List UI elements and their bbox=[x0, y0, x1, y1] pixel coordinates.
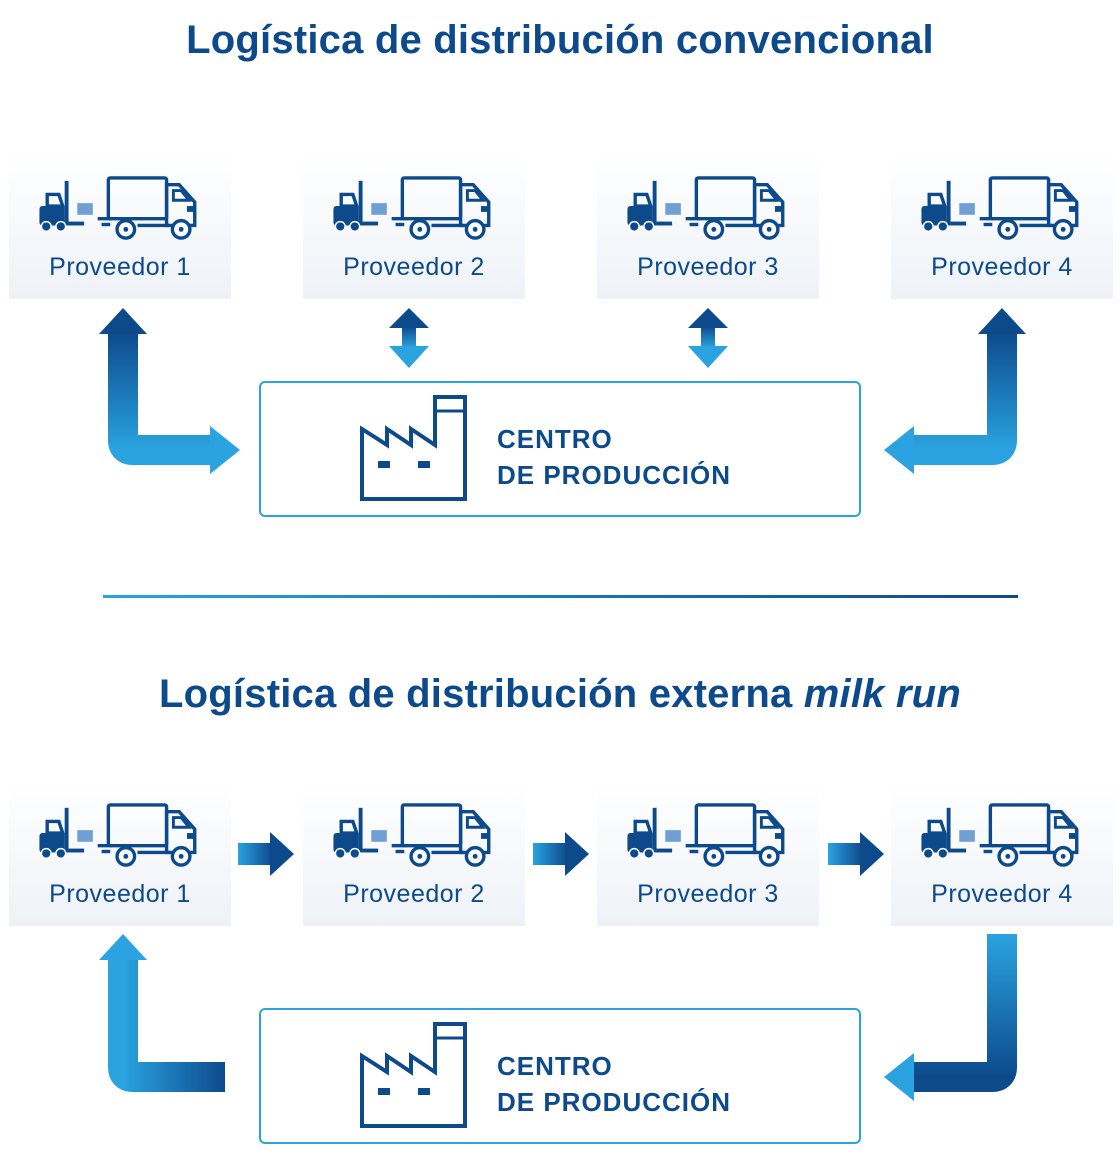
arrow-center-to-supplier1 bbox=[108, 958, 225, 1092]
title-milk-run-italic: milk run bbox=[803, 672, 961, 716]
supplier-label: Proveedor 4 bbox=[931, 253, 1073, 281]
title-milk-run: Logística de distribución externa milk r… bbox=[0, 672, 1120, 717]
supplier-tile-3: Proveedor 3 bbox=[597, 153, 819, 299]
title-milk-run-plain: Logística de distribución externa bbox=[159, 672, 793, 716]
production-center-box: CENTRO DE PRODUCCIÓN bbox=[259, 381, 861, 517]
title-conventional: Logística de distribución convencional bbox=[186, 18, 934, 62]
section-divider bbox=[103, 595, 1018, 598]
supplier-tile-2: Proveedor 2 bbox=[303, 780, 525, 926]
production-center-box: CENTRO DE PRODUCCIÓN bbox=[259, 1008, 861, 1144]
arrow-supplier2-to-3 bbox=[533, 832, 589, 876]
supplier-tile-1: Proveedor 1 bbox=[9, 153, 231, 299]
supplier-tile-3: Proveedor 3 bbox=[597, 780, 819, 926]
production-center-line2: DE PRODUCCIÓN bbox=[497, 1087, 732, 1117]
production-center-line1: CENTRO bbox=[497, 424, 613, 454]
production-center-label: CENTRO DE PRODUCCIÓN bbox=[497, 421, 731, 493]
arrow-right-bidirectional bbox=[912, 332, 1017, 465]
supplier-label: Proveedor 3 bbox=[637, 253, 779, 281]
arrow-left-bidirectional bbox=[108, 332, 212, 465]
arrow-supplier3-to-4 bbox=[828, 832, 884, 876]
production-center-line2: DE PRODUCCIÓN bbox=[497, 460, 732, 490]
supplier-label: Proveedor 1 bbox=[49, 253, 191, 281]
supplier-label: Proveedor 2 bbox=[343, 253, 485, 281]
production-center-line1: CENTRO bbox=[497, 1051, 613, 1081]
production-center-label: CENTRO DE PRODUCCIÓN bbox=[497, 1048, 731, 1120]
arrow-supplier3-center bbox=[688, 308, 728, 368]
supplier-label: Proveedor 4 bbox=[931, 880, 1073, 908]
supplier-label: Proveedor 2 bbox=[343, 880, 485, 908]
arrow-supplier1-to-2 bbox=[238, 832, 294, 876]
supplier-tile-2: Proveedor 2 bbox=[303, 153, 525, 299]
supplier-tile-4: Proveedor 4 bbox=[891, 153, 1113, 299]
supplier-tile-4: Proveedor 4 bbox=[891, 780, 1113, 926]
supplier-label: Proveedor 1 bbox=[49, 880, 191, 908]
supplier-label: Proveedor 3 bbox=[637, 880, 779, 908]
supplier-tile-1: Proveedor 1 bbox=[9, 780, 231, 926]
arrow-supplier4-to-center bbox=[912, 934, 1017, 1092]
arrow-supplier2-center bbox=[389, 308, 429, 368]
